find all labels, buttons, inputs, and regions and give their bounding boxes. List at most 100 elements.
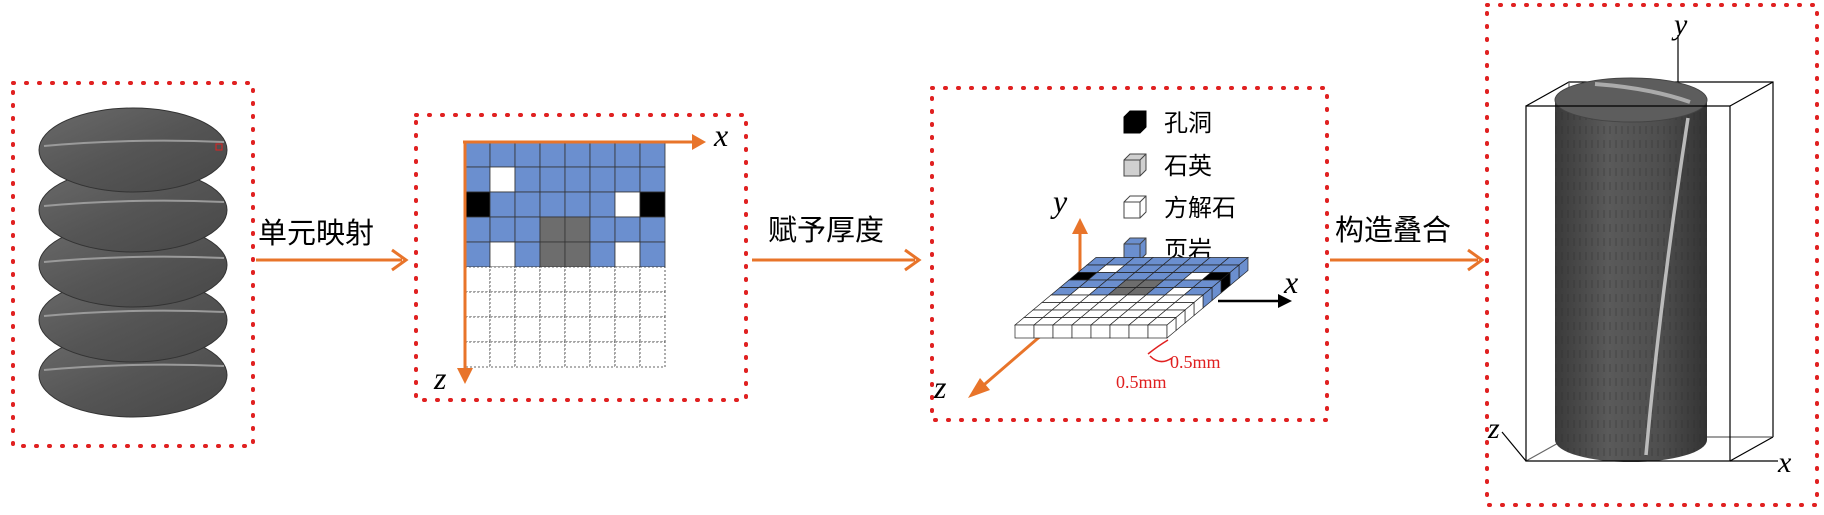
grid-cell	[489, 316, 516, 343]
grid-cell	[489, 341, 516, 368]
grid-cell	[489, 216, 516, 243]
grid-cell	[589, 291, 616, 318]
panel-ct-slices	[11, 81, 255, 448]
grid-cell	[589, 241, 616, 268]
step-label-structure-overlay: 构造叠合	[1335, 213, 1451, 247]
grid-cell	[639, 316, 666, 343]
panel-core-volume: y z x	[1485, 3, 1819, 507]
grid-cell	[539, 191, 566, 218]
volume-z-axis-line	[1501, 431, 1527, 462]
voxel-front	[1071, 324, 1092, 339]
grid-cell	[589, 166, 616, 193]
grid-cell	[539, 316, 566, 343]
volume-z-label: z	[1487, 412, 1500, 445]
grid-cell	[639, 191, 666, 218]
grid-cell	[614, 191, 641, 218]
grid-cell	[539, 266, 566, 293]
grid-cell	[564, 266, 591, 293]
grid-cell	[514, 141, 541, 168]
step-arrow-1: 单元映射	[256, 216, 409, 272]
slab-z-axis-arrowhead	[968, 378, 990, 398]
legend-item-calcite: 方解石	[1123, 194, 1236, 222]
grid-cell	[564, 241, 591, 268]
grid-cell	[589, 216, 616, 243]
voxel-side	[1166, 316, 1177, 339]
panel-grid-map: x z	[414, 113, 748, 402]
dimension-label-depth: 0.5mm	[1170, 352, 1221, 372]
grid-cell	[614, 141, 641, 168]
grid-z-label: z	[433, 360, 447, 396]
legend-label-calcite: 方解石	[1164, 194, 1236, 222]
dimension-bracket-depth	[1147, 339, 1169, 355]
grid-cell	[589, 341, 616, 368]
grid-cell	[564, 216, 591, 243]
grid-cell	[464, 141, 491, 168]
grid-cell	[464, 241, 491, 268]
grid-cell	[639, 241, 666, 268]
grid-cell	[614, 166, 641, 193]
slab-z-axis-line	[977, 331, 1045, 392]
grid-cell	[614, 341, 641, 368]
grid-cell	[589, 266, 616, 293]
step-arrow-2: 赋予厚度	[752, 213, 922, 272]
slab-x-label: x	[1283, 264, 1298, 300]
grid-cell	[464, 266, 491, 293]
grid-cell	[539, 216, 566, 243]
voxel-front	[1052, 324, 1073, 339]
grid-cell	[464, 191, 491, 218]
grid-cell	[639, 141, 666, 168]
grid-cell	[614, 316, 641, 343]
grid-cell	[539, 166, 566, 193]
grid-cell	[489, 141, 516, 168]
panel-frame-2	[414, 113, 748, 402]
slab-z-label: z	[933, 369, 947, 405]
grid-cell	[514, 191, 541, 218]
grid-cell	[639, 341, 666, 368]
slab-x-axis-arrowhead	[1278, 294, 1292, 308]
step-label-unit-mapping: 单元映射	[258, 216, 374, 250]
legend-item-quartz: 石英	[1123, 152, 1212, 180]
slab-y-label: y	[1050, 183, 1068, 219]
voxel-front	[1109, 324, 1130, 339]
grid-cell	[464, 291, 491, 318]
grid-cell	[489, 166, 516, 193]
grid-cell	[589, 191, 616, 218]
grid-cell	[564, 166, 591, 193]
dimension-label-width: 0.5mm	[1116, 372, 1167, 392]
material-legend: 孔洞 石英 方解石 页岩	[1123, 109, 1236, 264]
grid-cell	[564, 316, 591, 343]
grid-cell	[514, 241, 541, 268]
voxel-front	[1090, 324, 1111, 339]
step-label-assign-thickness: 赋予厚度	[768, 213, 884, 247]
grid-cell	[464, 316, 491, 343]
grid-cell	[614, 266, 641, 293]
grid-x-label: x	[713, 117, 728, 153]
grid-cell	[564, 341, 591, 368]
volume-x-label: x	[1777, 446, 1792, 479]
panel-thickness-slab: 孔洞 石英 方解石 页岩 y z	[930, 86, 1329, 422]
grid-cell	[514, 166, 541, 193]
grid-cell	[639, 266, 666, 293]
dimension-bracket-width	[1149, 355, 1173, 363]
grid-cell	[564, 291, 591, 318]
grid-cell	[639, 216, 666, 243]
legend-item-pore: 孔洞	[1123, 109, 1212, 137]
voxel-front	[1033, 324, 1054, 339]
grid-cell	[539, 241, 566, 268]
grid-cell	[539, 341, 566, 368]
voxel-front	[1147, 324, 1168, 339]
panel-frame-1	[11, 81, 255, 448]
grid-cell	[639, 291, 666, 318]
grid-cell	[539, 291, 566, 318]
panel-frame-3	[930, 86, 1329, 422]
voxel-front	[1128, 324, 1149, 339]
grid-cell	[514, 341, 541, 368]
grid-cell	[464, 216, 491, 243]
grid-cell	[589, 141, 616, 168]
grid-cell	[614, 291, 641, 318]
voxel-front	[1014, 324, 1035, 339]
voxel-slab	[1014, 256, 1249, 339]
grid-cell	[489, 241, 516, 268]
element-grid	[464, 141, 666, 368]
z-axis-arrowhead	[457, 368, 473, 384]
